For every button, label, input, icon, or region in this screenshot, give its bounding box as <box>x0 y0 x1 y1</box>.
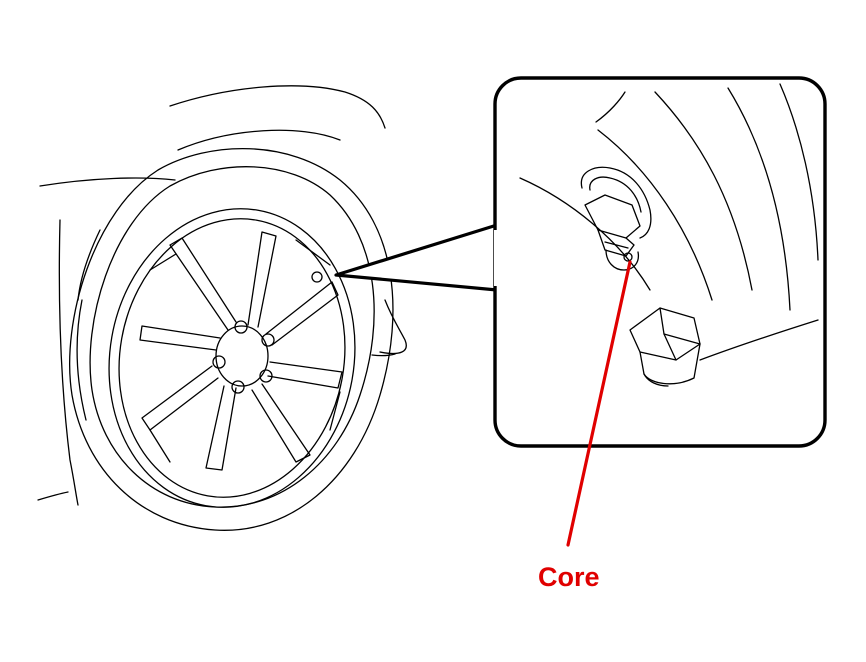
valve-stem-detail <box>580 166 652 271</box>
core-leader-line <box>566 260 632 547</box>
core-label: Core <box>538 562 600 592</box>
wheel-spokes <box>139 231 343 471</box>
inset-frame <box>493 76 827 448</box>
wheel-rim <box>108 208 356 508</box>
car-body-outline <box>37 85 407 501</box>
valve-stem-on-wheel <box>311 271 323 283</box>
valve-cap-detail <box>629 307 701 387</box>
inset-tire-curves <box>519 83 819 361</box>
tire <box>58 147 394 531</box>
callout-pointer <box>334 223 499 292</box>
